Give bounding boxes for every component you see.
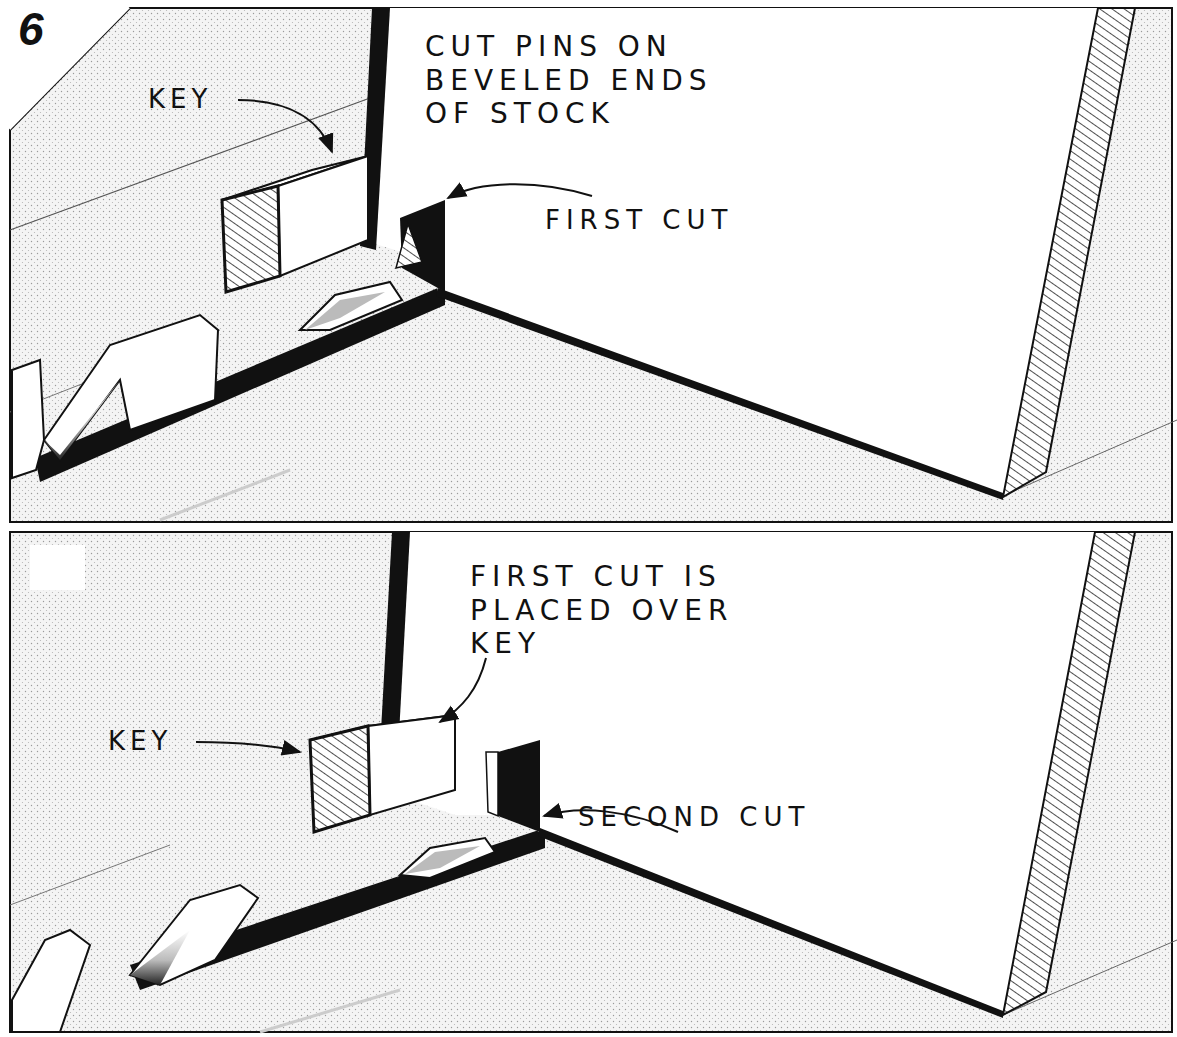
step-number: 6 (18, 2, 88, 57)
stock-board (362, 8, 1098, 497)
leader-arrow (196, 742, 300, 752)
panel-frame (10, 8, 1172, 522)
callout-label: SECOND CUT (578, 802, 908, 833)
board-shadow (538, 828, 1003, 1018)
blade-slot (35, 285, 445, 482)
leader-arrow (448, 184, 592, 198)
tooth-shading (44, 380, 120, 460)
pin (486, 752, 498, 816)
part-label: KEY (148, 84, 278, 115)
key-end (222, 186, 280, 292)
saw-tooth (12, 360, 44, 478)
board-shadow (436, 288, 1003, 500)
tooth-shading (305, 292, 385, 330)
board-end-bevel (1003, 8, 1135, 497)
saw-tooth (12, 930, 90, 1032)
saw-tooth (44, 315, 218, 460)
blade-slot (130, 828, 545, 990)
panel-frame (10, 532, 1172, 1032)
table-line (10, 845, 170, 905)
tooth-shading (405, 846, 480, 874)
key-end (310, 726, 370, 832)
board-end-bevel (1003, 532, 1135, 1015)
tooth-shading (130, 930, 190, 985)
note-text: CUT PINS ON BEVELED ENDS OF STOCK (425, 30, 765, 131)
second-cut-notch (498, 740, 540, 832)
part-label: KEY (108, 726, 238, 757)
blank-patch (30, 545, 85, 590)
saw-tooth (300, 282, 402, 330)
leader-arrow (440, 658, 486, 722)
table-line (160, 470, 290, 520)
key-block (278, 156, 368, 276)
table-line (260, 990, 400, 1032)
pin-section (396, 224, 422, 268)
callout-label: FIRST CUT (545, 205, 865, 236)
key-block (368, 715, 455, 815)
bottom-panel (10, 532, 1177, 1032)
stock-board (380, 532, 1095, 1015)
note-text: FIRST CUT IS PLACED OVER KEY (470, 560, 810, 661)
saw-tooth (130, 885, 258, 985)
saw-tooth (400, 838, 495, 878)
leader-arrow (238, 100, 332, 152)
top-panel (10, 8, 1177, 522)
